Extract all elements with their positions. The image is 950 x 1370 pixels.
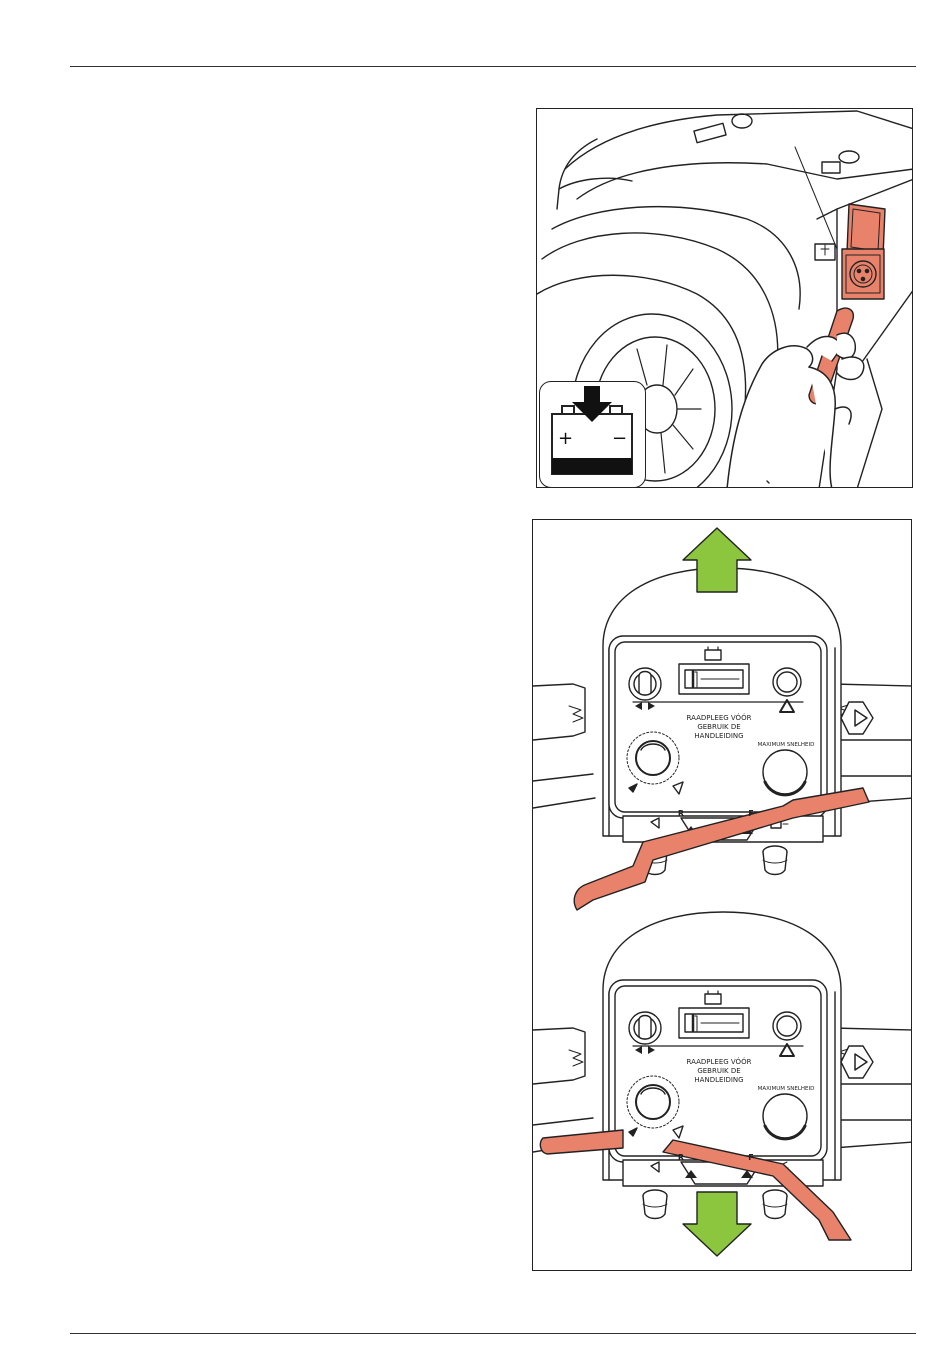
- top-label-icon: [694, 114, 859, 173]
- reverse-label: R: [678, 809, 684, 818]
- battery-minus-label: −: [612, 428, 627, 449]
- forward-label-b: F: [748, 1153, 753, 1162]
- panel-text-line2-b: GEBRUIK DE: [697, 1067, 740, 1075]
- footer-rule: [70, 1333, 916, 1334]
- hand: [727, 333, 864, 488]
- charging-socket: [842, 204, 885, 299]
- figure-tiller-controls: RAADPLEEG VÓÓR GEBRUIK DE HANDLEIDING MA…: [532, 519, 912, 1271]
- panel-text-line3-b: HANDLEIDING: [694, 1076, 743, 1084]
- panel-text-line3: HANDLEIDING: [694, 732, 743, 740]
- battery-plus-label: +: [558, 428, 573, 449]
- arrow-down-icon: [683, 1192, 751, 1256]
- reverse-label-b: R: [678, 1153, 684, 1162]
- panel-text-line1: RAADPLEEG VÓÓR: [687, 713, 752, 722]
- figure-charging-socket: + −: [536, 108, 913, 488]
- panel-text-line2: GEBRUIK DE: [697, 723, 740, 731]
- battery-inset: + −: [539, 381, 646, 488]
- speed-dial-label-b: MAXIMUM SNELHEID: [758, 1086, 815, 1092]
- speed-dial-label: MAXIMUM SNELHEID: [758, 742, 815, 748]
- battery-charge-icon: [815, 244, 835, 260]
- panel-text-line1-b: RAADPLEEG VÓÓR: [687, 1057, 752, 1066]
- header-rule: [70, 66, 916, 67]
- forward-label: F: [748, 809, 753, 818]
